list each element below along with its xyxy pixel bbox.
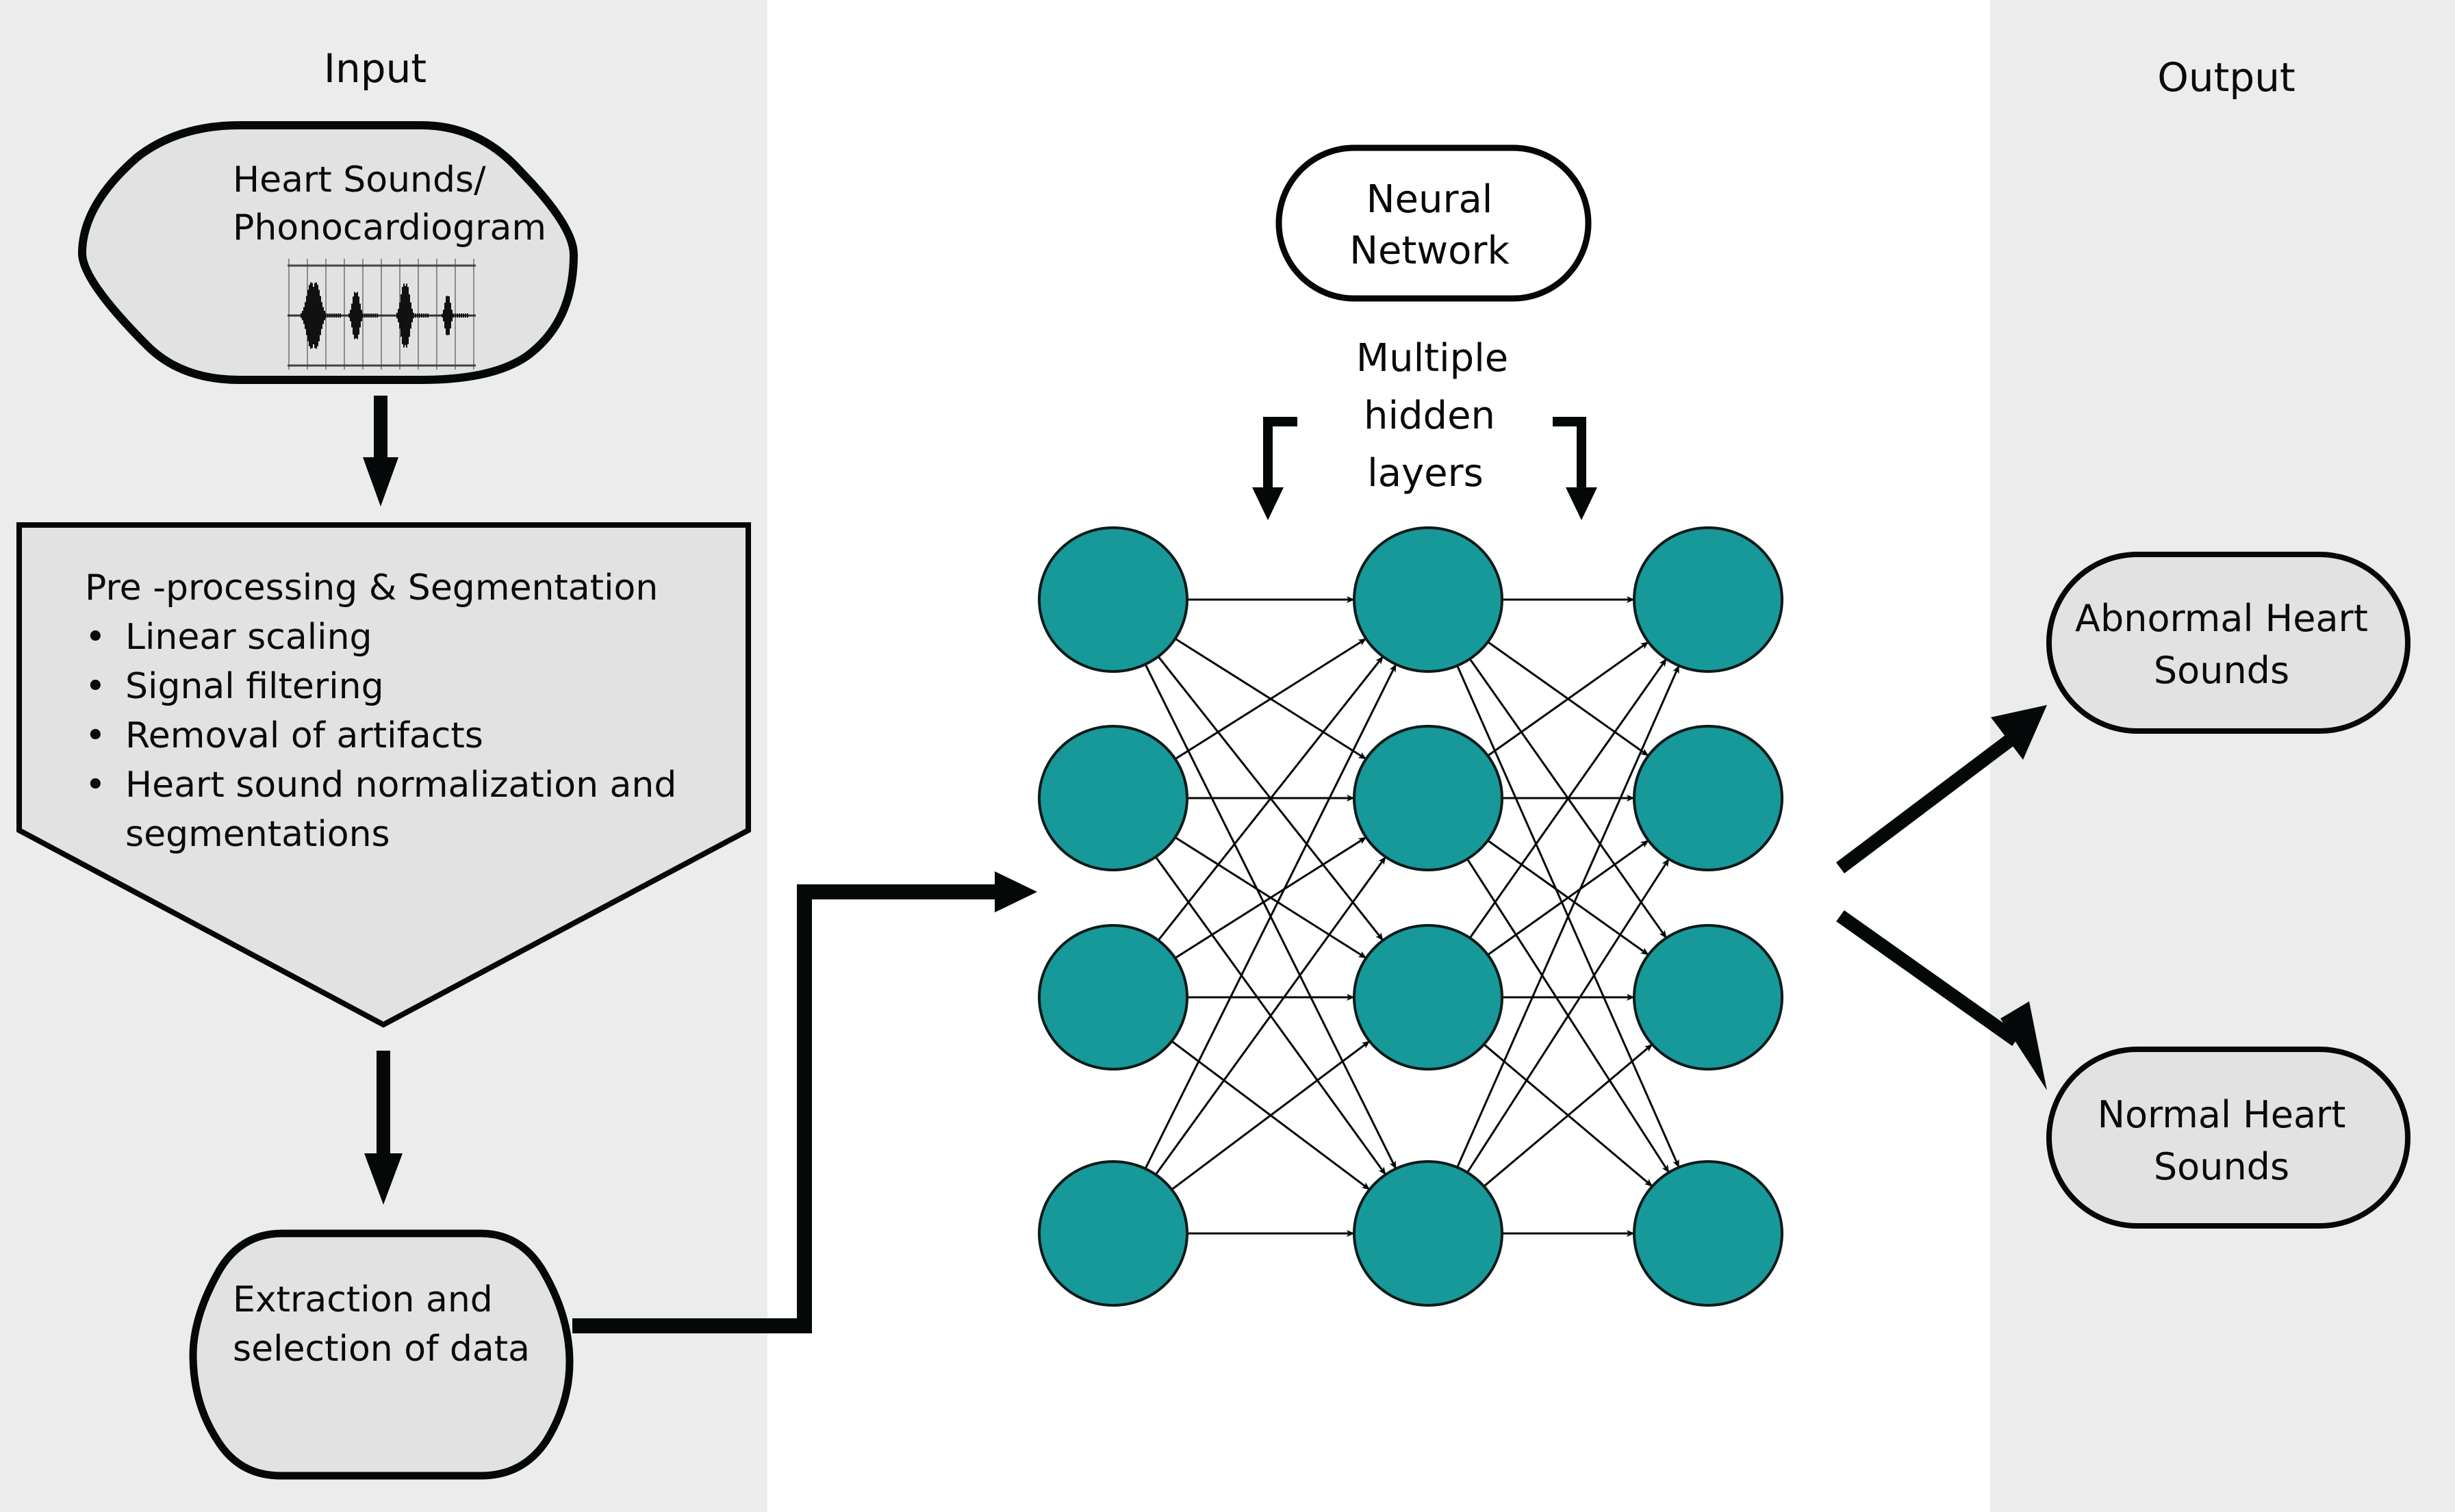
preprocessing-item: • Removal of artifacts: [85, 715, 483, 756]
preprocessing-item-label: Heart sound normalization and: [125, 765, 676, 806]
heart-sounds-box[interactable]: Heart Sounds/ Phonocardiogram: [77, 121, 578, 384]
hidden-layers-line3: layers: [1367, 451, 1484, 496]
output-abnormal-heart-sounds[interactable]: Abnormal Heart Sounds: [2046, 552, 2411, 734]
network-node: [1353, 1160, 1503, 1307]
output-panel-title: Output: [2157, 54, 2295, 101]
network-node: [1633, 1160, 1783, 1307]
bullet-icon: •: [85, 765, 106, 806]
neural-network-line2: Network: [1349, 229, 1510, 273]
network-node: [1038, 924, 1188, 1071]
network-connection-arrow: [1144, 663, 1397, 1170]
phonocardiogram-waveform-icon: [288, 259, 476, 370]
extraction-box[interactable]: Extraction and selection of data: [189, 1229, 574, 1480]
arrow-to-neural-network: [572, 871, 1037, 1333]
network-node: [1633, 725, 1783, 871]
network-connections: [1144, 596, 1680, 1237]
network-connection-arrow: [1487, 641, 1649, 757]
network-node: [1038, 1160, 1188, 1307]
preprocessing-list: • Linear scaling • Signal filtering • Re…: [85, 617, 676, 855]
arrow-to-preprocessing: [363, 396, 398, 507]
network-connection-arrow: [1154, 856, 1387, 1175]
hidden-layers-line1: Multiple: [1356, 336, 1508, 381]
network-nodes: [1038, 526, 1783, 1307]
network-connection-arrow: [1171, 1040, 1371, 1191]
bullet-icon: •: [85, 666, 106, 707]
hidden-layers-line2: hidden: [1364, 394, 1495, 438]
hidden-layers-label: Multiple hidden layers: [1356, 336, 1508, 496]
output-normal-heart-sounds[interactable]: Normal Heart Sounds: [2046, 1047, 2411, 1229]
hidden-layer-bracket-arrow-left: [1252, 417, 1297, 520]
bullet-icon: •: [85, 617, 106, 658]
network-connection-arrow: [1487, 839, 1649, 956]
preprocessing-item-label: Removal of artifacts: [125, 715, 483, 756]
network-connection-arrow: [1174, 637, 1367, 760]
preprocessing-item-label: Signal filtering: [125, 666, 384, 707]
output-abnormal-shape: [2046, 552, 2411, 734]
preprocessing-item: • Heart sound normalization and: [85, 765, 676, 806]
network-node: [1353, 725, 1503, 871]
network-connection-arrow: [1174, 836, 1367, 959]
network-connection-arrow: [1483, 1043, 1653, 1188]
output-abnormal-line2: Sounds: [2154, 649, 2289, 692]
output-normal-shape: [2046, 1047, 2411, 1229]
neural-network-box-shape: [1275, 144, 1592, 302]
network-node: [1353, 526, 1503, 673]
heart-sounds-line2: Phonocardiogram: [233, 207, 546, 248]
preprocessing-item-label: Linear scaling: [125, 617, 372, 658]
arrow-to-abnormal: [1835, 705, 2047, 873]
arrow-to-extraction: [364, 1051, 403, 1205]
hidden-layer-bracket-arrow-right: [1553, 417, 1597, 520]
network-connection-arrow: [1466, 858, 1670, 1173]
neural-network-line1: Neural: [1366, 177, 1493, 222]
extraction-line2: selection of data: [233, 1329, 530, 1370]
preprocessing-item: • Linear scaling: [85, 617, 372, 658]
preprocessing-box[interactable]: Pre -processing & Segmentation • Linear …: [16, 522, 751, 1028]
output-normal-line2: Sounds: [2154, 1145, 2289, 1188]
input-panel-title: Input: [324, 45, 427, 92]
network-node: [1633, 526, 1783, 673]
network-node: [1633, 924, 1783, 1071]
preprocessing-item: • Signal filtering: [85, 666, 384, 707]
extraction-box-outline: [189, 1229, 574, 1480]
output-normal-line1: Normal Heart: [2098, 1093, 2346, 1136]
network-node: [1038, 526, 1188, 673]
preprocessing-box-shape: [16, 522, 751, 1028]
preprocessing-item-continuation: segmentations: [125, 814, 390, 855]
output-abnormal-line1: Abnormal Heart: [2075, 597, 2368, 640]
arrow-to-normal: [1836, 910, 2047, 1090]
network-node: [1038, 725, 1188, 871]
preprocessing-heading: Pre -processing & Segmentation: [85, 567, 658, 608]
neural-network-box[interactable]: Neural Network: [1275, 144, 1592, 302]
network-connection-arrow: [1157, 656, 1384, 941]
network-connection-arrow: [1456, 665, 1680, 1168]
network-connection-arrow: [1468, 658, 1668, 939]
heart-sounds-line1: Heart Sounds/: [233, 159, 486, 201]
extraction-line1: Extraction and: [233, 1279, 493, 1320]
output-panel-background: [1990, 0, 2455, 1512]
network-node: [1353, 924, 1503, 1071]
bullet-icon: •: [85, 715, 106, 756]
